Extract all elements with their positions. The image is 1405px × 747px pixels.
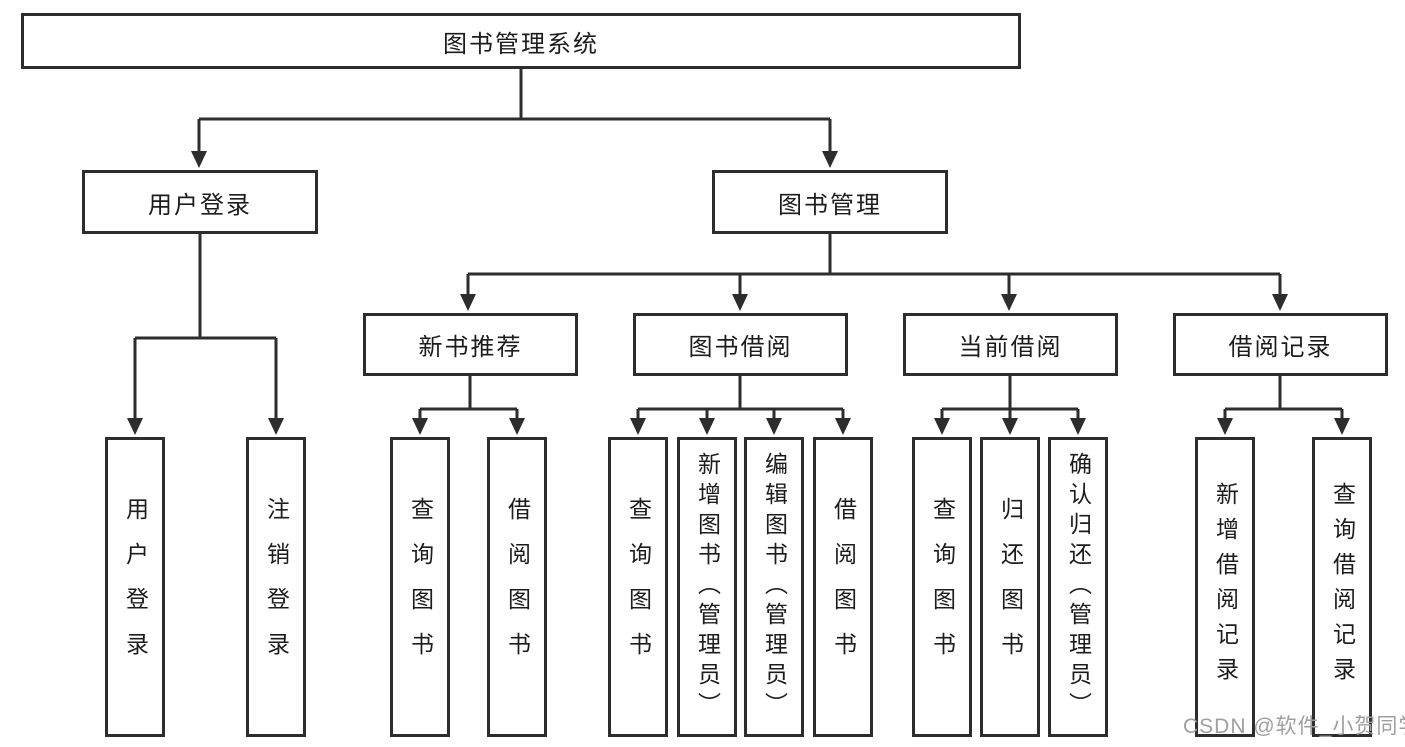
leaf-add-book-admin: 新增图书（管理员） (677, 437, 737, 737)
leaf-query-borrow-record: 查询借阅记录 (1312, 437, 1372, 737)
connector-book-mgmt-bracket (468, 234, 1280, 276)
leaf-user-login: 用户登录 (105, 437, 165, 737)
leaf-add-borrow-record: 新增借阅记录 (1195, 437, 1255, 737)
node-new-book-recommendation: 新书推荐 (363, 313, 578, 376)
node-current-borrowing: 当前借阅 (903, 313, 1118, 376)
leaf-logout: 注销登录 (246, 437, 306, 737)
leaf-edit-book-admin: 编辑图书（管理员） (744, 437, 804, 737)
leaf-borrow-books-borrow: 借阅图书 (813, 437, 873, 737)
connector-book-borrow-bracket (638, 376, 843, 411)
leaf-query-books-current: 查询图书 (912, 437, 972, 737)
node-book-management: 图书管理 (712, 170, 948, 234)
leaf-borrow-books-recommend: 借阅图书 (487, 437, 547, 737)
leaf-query-books-recommend: 查询图书 (390, 437, 450, 737)
connector-new-book-bracket (420, 376, 517, 411)
node-user-login: 用户登录 (82, 170, 318, 234)
leaf-return-book: 归还图书 (980, 437, 1040, 737)
node-book-borrowing: 图书借阅 (633, 313, 848, 376)
watermark: CSDN @软件_小贺同学 (1183, 715, 1405, 738)
node-library-management-system: 图书管理系统 (21, 13, 1021, 69)
connector-borrow-records-bracket (1225, 376, 1342, 411)
connector-user-login-bracket (135, 234, 276, 340)
connector-root-bracket (199, 68, 830, 121)
node-borrowing-records: 借阅记录 (1173, 313, 1388, 376)
connector-current-borrow-bracket (942, 376, 1078, 411)
leaf-query-books-borrow: 查询图书 (608, 437, 668, 737)
leaf-confirm-return-admin: 确认归还（管理员） (1048, 437, 1108, 737)
